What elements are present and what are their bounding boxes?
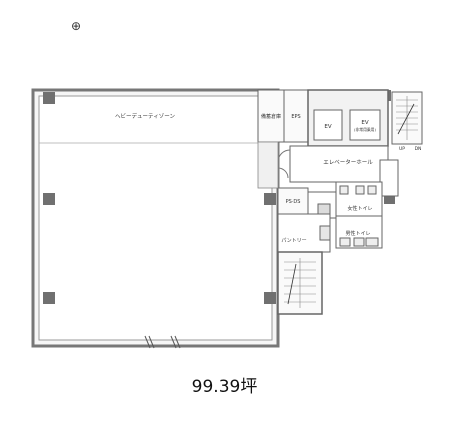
office-space: ヘビーデューティゾーン	[31, 88, 280, 349]
stair-up-label: UP	[399, 146, 405, 152]
ev-emergency-note: (非常用乗用)	[354, 127, 376, 132]
ev-emergency-label: EV	[361, 120, 368, 126]
structural-columns	[43, 90, 395, 304]
floor-area-label: 99.39坪	[191, 377, 258, 397]
north-icon: ⊕	[71, 19, 81, 33]
eps-label: EPS	[291, 114, 300, 120]
ps-ds-label: PS·DS	[286, 199, 301, 205]
womens-toilet-label: 女性トイレ	[347, 205, 372, 212]
elevator-hall-label: エレベーターホール	[323, 158, 373, 166]
storage-label: 備蓄倉庫	[261, 113, 281, 120]
core-shading	[257, 141, 279, 189]
core-area: 備蓄倉庫 EPS EV EV (非常用乗用) UP DN エレベーターホール	[257, 89, 423, 315]
mens-toilet-label: 男性トイレ	[345, 230, 370, 237]
stair-dn-label: DN	[415, 146, 422, 152]
ev-label: EV	[324, 124, 331, 130]
pantry-label: パントリー	[281, 238, 306, 244]
heavy-duty-zone-label: ヘビーデューティゾーン	[115, 112, 175, 120]
